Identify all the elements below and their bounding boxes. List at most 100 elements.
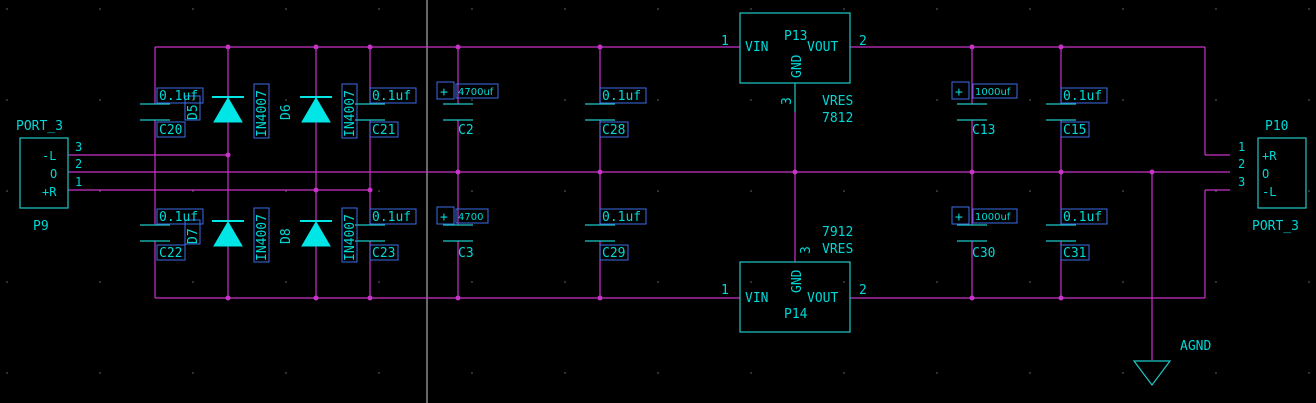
grid-dot	[843, 190, 845, 192]
c28-value: 0.1uf	[602, 89, 641, 104]
grid-dot	[564, 190, 566, 192]
regulator-bottom-pin-gnd: 3	[799, 246, 814, 254]
c22-value: 0.1uf	[159, 210, 198, 225]
port-left-pin-1: -L	[42, 149, 56, 163]
grid-dot	[1215, 8, 1217, 10]
grid-dot	[1122, 8, 1124, 10]
c20-ref: C20	[159, 123, 182, 138]
grid-dot	[843, 281, 845, 283]
grid-dot	[936, 99, 938, 101]
junction-dots	[225, 44, 1155, 301]
grid-dot	[564, 99, 566, 101]
grid-dot	[378, 99, 380, 101]
diode-d5-ref: D5	[186, 104, 201, 120]
grid-dot	[1122, 372, 1124, 374]
grid-dot	[378, 190, 380, 192]
diode-d8-part: IN4007	[343, 214, 358, 261]
grid-dot	[1215, 281, 1217, 283]
grid-dot	[99, 190, 101, 192]
c3-polarity: +	[440, 210, 448, 225]
grid-dot	[1122, 99, 1124, 101]
grid-dot	[6, 190, 8, 192]
port-right-num-1: 1	[1238, 140, 1245, 154]
grid-dot	[285, 281, 287, 283]
regulator-top-vout: VOUT	[807, 40, 838, 55]
port-right-pin-2: O	[1262, 167, 1269, 181]
port-right-num-3: 3	[1238, 175, 1245, 189]
grid-dot	[657, 8, 659, 10]
port-right-num-2: 2	[1238, 157, 1245, 171]
regulator-bottom-pin-in: 1	[721, 283, 729, 298]
regulator-top-type: VRES	[822, 94, 853, 109]
ground-icon	[1132, 360, 1172, 386]
grid-dot	[471, 190, 473, 192]
diode-d6-symbol	[300, 96, 332, 123]
grid-dot	[99, 372, 101, 374]
diode-d6-part: IN4007	[343, 90, 358, 137]
c23-value: 0.1uf	[372, 210, 411, 225]
regulator-bottom-ref: P14	[784, 307, 808, 322]
c29-value: 0.1uf	[602, 210, 641, 225]
grid-dot	[99, 99, 101, 101]
capacitor-labels: 0.1uf C20 0.1uf C22 0.1uf C21 0.1uf C23 …	[156, 81, 1108, 261]
port-right-name: PORT_3	[1252, 219, 1299, 234]
regulator-top-vin: VIN	[745, 40, 768, 55]
regulator-bottom-gnd: GND	[790, 269, 805, 293]
grid-dot	[192, 190, 194, 192]
grid-dot	[6, 281, 8, 283]
grid-dot	[6, 8, 8, 10]
grid-dot	[843, 372, 845, 374]
c2-value: 4700uf	[458, 87, 494, 98]
port-left-ref: P9	[33, 219, 49, 234]
c2-polarity: +	[440, 85, 448, 100]
diode-labels: D5 IN4007 D6 IN4007 D7 IN4007 D8 IN4007	[184, 83, 358, 263]
regulator-top[interactable]: P13 VIN VOUT GND 1 2 3 VRES 7812	[721, 12, 867, 126]
port-left-name: PORT_3	[16, 119, 63, 134]
c22-ref: C22	[159, 246, 182, 261]
port-left[interactable]: -L O +R 3 2 1 PORT_3 P9	[16, 119, 82, 234]
grid-dot	[1308, 281, 1310, 283]
grid-dot	[936, 8, 938, 10]
c20-value: 0.1uf	[159, 89, 198, 104]
grid-dot	[378, 281, 380, 283]
grid-dot	[750, 281, 752, 283]
c30-value: 1000uf	[975, 212, 1011, 223]
diode-d6-ref: D6	[279, 104, 294, 120]
c15-value: 0.1uf	[1063, 89, 1102, 104]
regulator-bottom-type: VRES	[822, 242, 853, 257]
regulator-top-part: 7812	[822, 111, 853, 126]
grid-dot	[843, 8, 845, 10]
grid-dot	[657, 190, 659, 192]
grid-dot	[1308, 99, 1310, 101]
c31-value: 0.1uf	[1063, 210, 1102, 225]
diode-d7-ref: D7	[186, 228, 201, 244]
port-left-num-2: 2	[75, 157, 82, 171]
grid-dot	[6, 99, 8, 101]
port-left-num-1: 3	[75, 140, 82, 154]
grid-dot	[936, 190, 938, 192]
port-right[interactable]: +R O -L 1 2 3 P10 PORT_3	[1238, 119, 1307, 234]
regulator-bottom-vout: VOUT	[807, 291, 838, 306]
port-right-pin-1: +R	[1262, 149, 1277, 163]
grid-dot	[564, 372, 566, 374]
c21-ref: C21	[372, 123, 395, 138]
c30-polarity: +	[955, 210, 963, 225]
grid-dot	[1308, 190, 1310, 192]
grid-dot	[1215, 372, 1217, 374]
regulator-bottom[interactable]: P14 VIN VOUT GND 1 2 3 7912 VRES	[721, 225, 867, 333]
agnd-symbol[interactable]: AGND	[1132, 339, 1211, 386]
grid-dot	[1308, 372, 1310, 374]
grid-dot	[750, 8, 752, 10]
grid-dot	[1029, 372, 1031, 374]
grid-dot	[750, 99, 752, 101]
grid-dot	[750, 190, 752, 192]
grid-dot	[1308, 8, 1310, 10]
port-left-pin-3: +R	[42, 185, 57, 199]
port-left-num-3: 1	[75, 175, 82, 189]
grid-dot	[99, 281, 101, 283]
diode-d7-part: IN4007	[255, 214, 270, 261]
c29-ref: C29	[602, 246, 625, 261]
c15-ref: C15	[1063, 123, 1086, 138]
c13-ref: C13	[972, 123, 995, 138]
